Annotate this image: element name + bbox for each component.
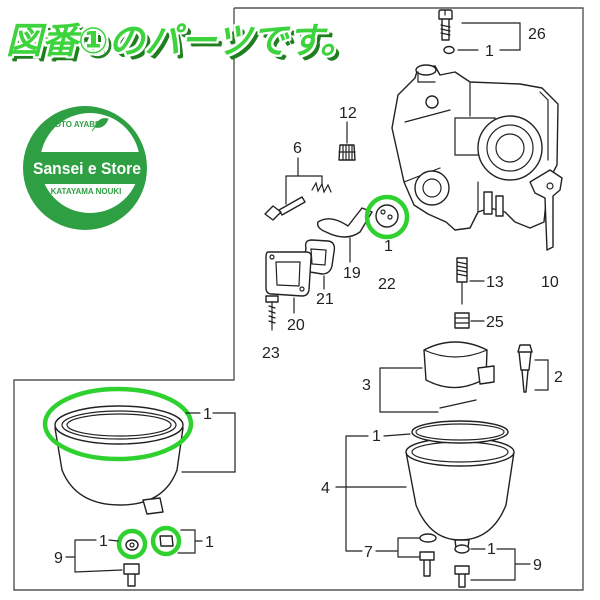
left-9-leader — [65, 539, 123, 573]
label-part-19: 19 — [343, 265, 361, 282]
part-6-leader — [285, 157, 323, 205]
left-bowl-gasket-inner — [66, 413, 172, 437]
carburetor-throttle-bore-inner — [486, 124, 534, 172]
part-10-bracket-hole — [546, 182, 554, 190]
label-part-20: 20 — [287, 317, 305, 334]
part-21-gasket-inner — [310, 248, 327, 290]
store-logo: KYOTO AYABE Sansei e Store KATAYAMA NOUK… — [23, 106, 147, 230]
banner-title: 図番①のパーツです。 — [6, 21, 357, 62]
part-4-bowl-gasket — [411, 420, 509, 444]
label-part-25: 25 — [486, 314, 504, 331]
carburetor-top-screw — [425, 95, 439, 109]
part-26-o-ring — [443, 45, 455, 55]
logo-name-text: Sansei e Store — [33, 159, 141, 178]
part-6-screw — [264, 196, 306, 221]
part-2-needle-valve — [517, 344, 533, 393]
part-13-needle-details — [456, 261, 485, 305]
part-20-plate-details — [269, 254, 305, 314]
part-4-leader — [335, 433, 411, 552]
left-bowl-gasket — [61, 410, 177, 440]
label-part-22: 22 — [378, 276, 396, 293]
left-small-part — [159, 535, 174, 547]
part-22-highlight-circle — [364, 194, 410, 240]
part-22-plate — [375, 204, 399, 228]
label-right-9-washer: 1 — [487, 541, 496, 558]
left-bowl-leader — [181, 412, 236, 473]
label-left-bowl-ring: 1 — [203, 406, 212, 423]
logo-top-text: KYOTO AYABE — [44, 120, 101, 129]
part-25-jet-details — [454, 317, 485, 324]
left-bowl-body — [54, 427, 184, 506]
part-7-washer — [419, 533, 437, 543]
label-part-12: 12 — [339, 105, 357, 122]
part-4-float-bowl — [405, 437, 515, 549]
logo-band — [27, 152, 145, 184]
part-9-right-screw — [454, 565, 470, 588]
leaf-icon — [91, 118, 109, 132]
label-part-26-ring: 1 — [485, 43, 494, 60]
carburetor-tubes — [483, 191, 504, 217]
left-small-part-leader — [177, 529, 203, 554]
label-left-small-part: 1 — [205, 534, 214, 551]
part-12-cap-details — [338, 121, 356, 161]
part-23-screw-shaft — [268, 301, 276, 331]
diagram-frame — [13, 7, 584, 591]
part-26-screw-details — [440, 9, 451, 36]
label-part-26: 26 — [528, 26, 546, 43]
label-part-6: 6 — [293, 140, 302, 157]
part-9-right-washer — [454, 544, 470, 554]
carburetor-throttle-bore-core — [495, 133, 525, 163]
part-19-float-lever — [316, 207, 373, 238]
logo-bottom-text: KATAYAMA NOUKI — [51, 187, 122, 196]
part-6-spring — [311, 181, 332, 194]
part-3-float-tab — [477, 365, 495, 385]
left-9-washer-hole — [129, 542, 135, 548]
carburetor-body — [391, 64, 559, 231]
label-part-7: 7 — [364, 544, 373, 561]
carburetor-small-bore-inner — [422, 178, 442, 198]
left-bowl-nozzle — [142, 497, 164, 515]
left-9-washer — [125, 539, 139, 551]
part-25-jet — [454, 312, 470, 329]
part-3-float-details — [423, 349, 488, 409]
part-3-float — [423, 341, 488, 389]
label-part-21: 21 — [316, 291, 334, 308]
part-22-plate-holes — [380, 209, 393, 220]
left-bowl-highlight-ellipse — [42, 386, 194, 462]
label-part-13: 13 — [486, 274, 504, 291]
carburetor-small-bore — [414, 170, 450, 206]
label-part-3: 3 — [362, 377, 371, 394]
part-2-leader — [534, 359, 549, 391]
part-7-leader — [375, 537, 420, 558]
part-26-screw — [438, 9, 453, 41]
part-26-leader — [457, 22, 521, 51]
part-3-leader — [379, 367, 439, 413]
part-4-bowl-gasket-inner — [415, 423, 505, 441]
part-7-screw — [419, 551, 435, 577]
label-part-23: 23 — [262, 345, 280, 362]
left-bowl-rim — [54, 405, 184, 445]
left-9-washer-highlight-circle — [116, 528, 148, 560]
left-small-part-highlight-circle — [150, 525, 182, 557]
label-part-22-ring: 1 — [384, 238, 393, 255]
carburetor-inlet-knob — [415, 64, 437, 76]
part-23-screw-head — [265, 295, 279, 303]
part-10-bracket — [529, 169, 563, 251]
part-9-right-leader — [470, 548, 531, 581]
label-part-4: 4 — [321, 480, 330, 497]
left-bowl — [54, 405, 184, 515]
label-part-4-ring: 1 — [372, 428, 381, 445]
left-9-screw — [123, 563, 140, 587]
label-left-9: 9 — [54, 550, 63, 567]
label-part-10: 10 — [541, 274, 559, 291]
label-right-9: 9 — [533, 557, 542, 574]
label-left-9-washer: 1 — [99, 533, 108, 550]
label-part-2: 2 — [554, 369, 563, 386]
